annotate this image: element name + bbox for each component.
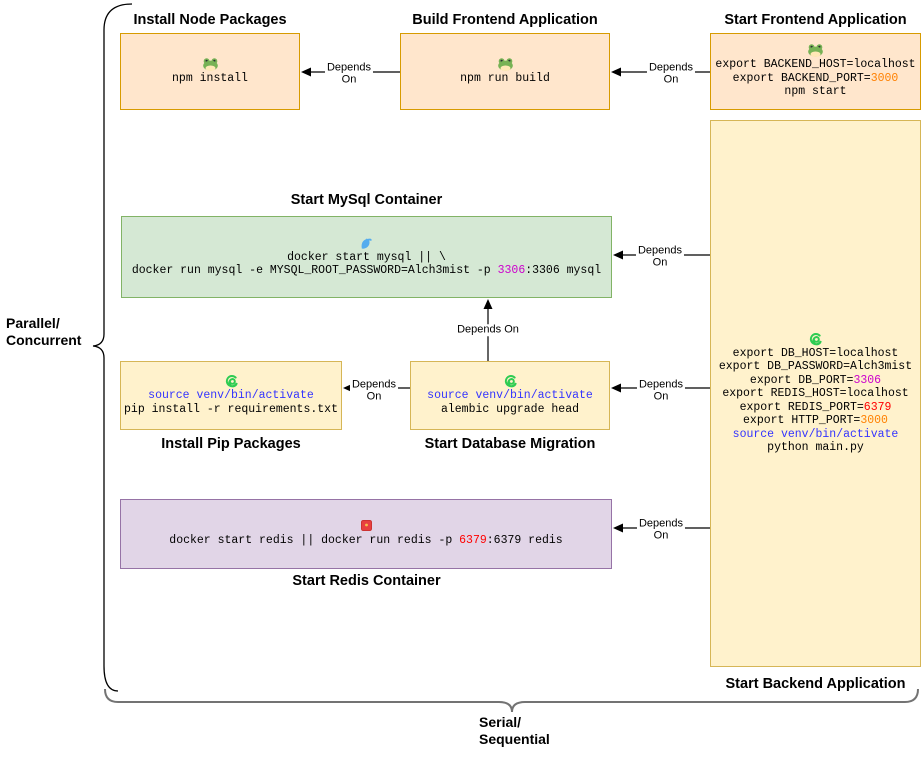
command-line: source venv/bin/activate [732,427,899,441]
serial-brace [104,688,919,713]
command-line: export REDIS_PORT=6379 [739,400,892,414]
command-line: export BACKEND_HOST=localhost [715,58,916,72]
command-line: export DB_HOST=localhost [732,346,899,360]
command-line: export REDIS_HOST=localhost [722,387,909,400]
title-install-pip: Install Pip Packages [161,436,301,452]
snake-icon [504,375,517,388]
snake-icon [809,332,822,346]
frog-icon [202,58,218,71]
frog-icon [497,58,513,71]
command-line: npm run build [460,71,550,85]
node-build-frontend[interactable]: npm run build [400,33,610,110]
serial-sequential-label: Serial/ Sequential [479,714,550,747]
command-line: export DB_PASSWORD=Alch3mist [718,360,913,373]
title-start-frontend: Start Frontend Application [724,12,907,28]
title-start-backend: Start Backend Application [725,676,906,692]
title-install-node-packages: Install Node Packages [133,12,287,28]
node-commands: npm run build [460,72,550,86]
command-line: docker start redis || docker run redis -… [169,534,563,548]
node-install-node-packages[interactable]: npm install [120,33,300,110]
command-line: source venv/bin/activate [148,389,314,402]
title-db-migration: Start Database Migration [424,436,596,452]
command-line: export BACKEND_PORT=3000 [732,71,899,85]
title-start-redis: Start Redis Container [292,573,441,589]
parallel-concurrent-label: Parallel/ Concurrent [6,315,82,348]
node-commands: docker start redis || docker run redis -… [169,534,562,548]
node-commands: npm install [172,72,248,86]
node-commands: docker start mysql || \docker run mysql … [132,251,601,278]
command-line: npm install [172,71,248,85]
title-build-frontend: Build Frontend Application [412,12,598,28]
snake-icon [225,375,238,388]
command-line: alembic upgrade head [440,402,579,416]
command-line: docker run mysql -e MYSQL_ROOT_PASSWORD=… [131,264,602,277]
title-start-mysql: Start MySql Container [290,192,443,208]
command-line: python main.py [767,441,864,454]
command-line: npm start [784,85,847,99]
redis-icon [360,520,372,533]
command-line: pip install -r requirements.txt [124,402,338,416]
edge-label-depends-on: Depends On [455,323,521,336]
frog-icon [808,44,823,58]
command-line: export HTTP_PORT=3000 [743,414,888,427]
node-start-mysql[interactable]: docker start mysql || \docker run mysql … [121,216,612,298]
node-start-redis[interactable]: docker start redis || docker run redis -… [120,499,612,569]
dolphin-icon [360,237,373,250]
command-line: source venv/bin/activate [427,389,593,402]
command-line: export DB_PORT=3306 [749,373,882,387]
command-line: docker start mysql || \ [287,250,446,264]
